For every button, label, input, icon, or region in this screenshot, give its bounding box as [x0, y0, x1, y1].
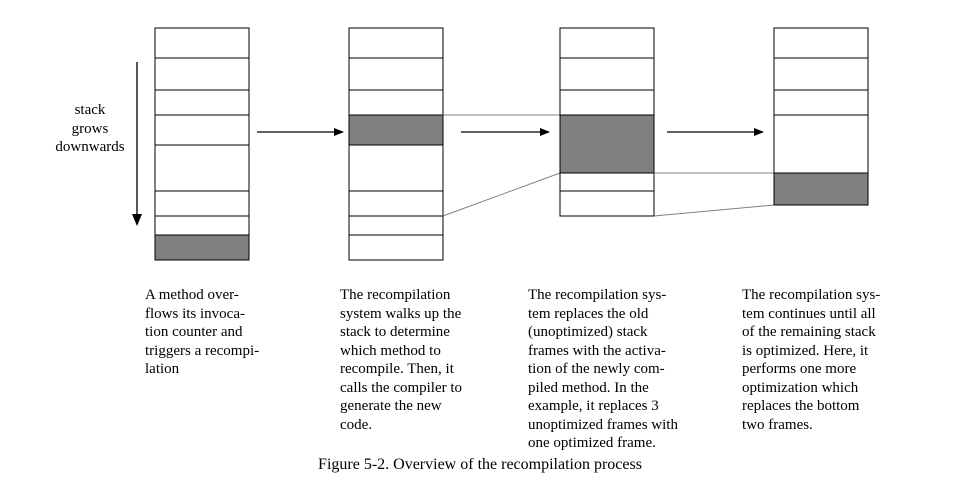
step-3-description: The recompilation sys- tem replaces the … [528, 287, 678, 451]
stack-frame [773, 114, 869, 174]
stack-frame [773, 89, 869, 116]
stack-frame [559, 190, 655, 217]
stack-frame [348, 215, 444, 236]
stack-frame [348, 27, 444, 59]
stack-4 [773, 27, 869, 206]
stack-frame [154, 144, 250, 192]
stack-frame [348, 144, 444, 192]
stack-frame [559, 89, 655, 116]
stack-3 [559, 27, 655, 217]
stack-frame [154, 57, 250, 91]
method-to-recompile-frame [348, 114, 444, 146]
stack-frame [154, 27, 250, 59]
stack-frame [348, 190, 444, 217]
optimized-frame [773, 172, 869, 206]
overflowing-method-frame [154, 234, 250, 261]
frame-connector [653, 204, 775, 217]
stack-frame [773, 27, 869, 59]
stack-frame [154, 114, 250, 146]
step-2-description: The recompilation system walks up the st… [340, 287, 463, 433]
optimized-frame [559, 114, 655, 174]
stack-frame [348, 89, 444, 116]
figure-caption: Figure 5-2. Overview of the recompilatio… [318, 456, 642, 473]
step-1-description: A method over- flows its invoca- tion co… [145, 287, 260, 377]
stack-frame [559, 172, 655, 192]
stack-grows-downwards-label: stack grows downwards [55, 102, 125, 155]
frame-connector [442, 172, 561, 217]
stack-frame [154, 89, 250, 116]
stack-frame [773, 57, 869, 91]
stack-1 [154, 27, 250, 261]
stack-2 [348, 27, 444, 261]
stack-frame [559, 57, 655, 91]
stack-direction-arrow [132, 62, 142, 226]
stack-frame [154, 190, 250, 217]
stack-frame [559, 27, 655, 59]
stack-frame [348, 234, 444, 261]
stack-frame [348, 57, 444, 91]
stack-frame [154, 215, 250, 236]
step-4-description: The recompilation sys- tem continues unt… [742, 287, 881, 433]
